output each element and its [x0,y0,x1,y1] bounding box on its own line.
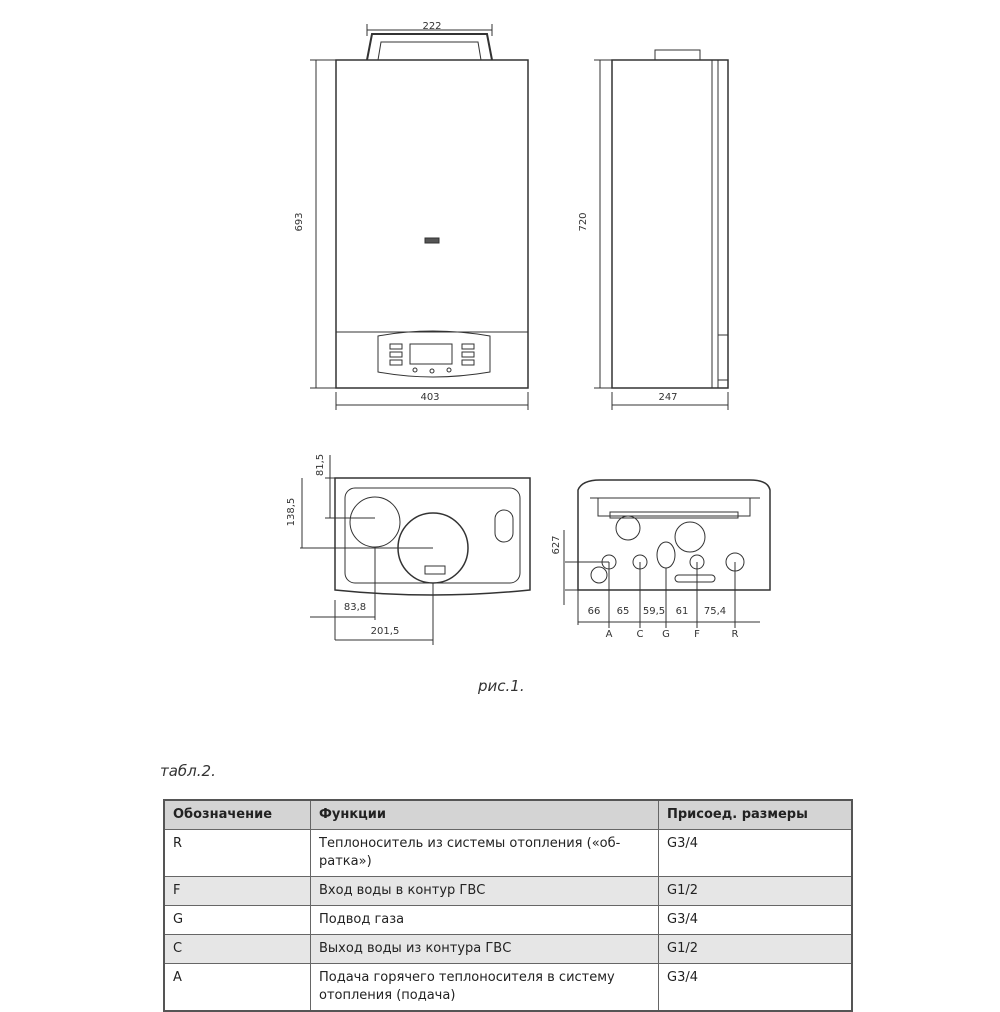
dim-403: 403 [420,392,439,403]
front-view [310,24,529,410]
dim-720: 720 [578,212,589,231]
cell-function: Подвод газа [310,905,659,935]
header-function: Функции [310,799,659,830]
bottom-left-view [300,455,531,645]
cell-size: G1/2 [658,934,853,964]
spacing-label: 59,5 [643,606,665,617]
technical-drawing: 222 693 403 720 247 81,5 138,5 83,8 201,… [286,21,771,645]
cell-code: A [163,963,311,1012]
spacing-label: 61 [676,606,689,617]
spacing-label: 75,4 [704,606,726,617]
table-row: R Теплоноситель из системы отопления («о… [163,829,853,877]
connection-label: G [662,629,670,640]
cell-code: R [163,829,311,877]
dim-138-5: 138,5 [286,498,297,527]
cell-size: G3/4 [658,829,853,877]
bottom-right-view [563,479,771,628]
cell-code: F [163,876,311,906]
cell-function: Вход воды в контур ГВС [310,876,659,906]
cell-function: Выход воды из контура ГВС [310,934,659,964]
table-row: C Выход воды из контура ГВС G1/2 [163,934,853,964]
dim-222: 222 [422,21,441,32]
connections-table: Обозначение Функции Присоед. размеры R Т… [163,799,853,1012]
table-row: A Подача горячего теплоносителя в систем… [163,963,853,1012]
dim-693: 693 [294,212,305,231]
cell-size: G3/4 [658,963,853,1012]
dim-81-5: 81,5 [315,454,326,476]
figure-caption: рис.1. [478,677,525,695]
dim-247: 247 [658,392,677,403]
dim-627: 627 [551,535,562,554]
connection-label: A [606,629,613,640]
brand-logo [424,237,440,244]
header-code: Обозначение [163,799,311,830]
dim-83-8: 83,8 [344,602,366,613]
connection-label: R [732,629,739,640]
connection-label: C [637,629,644,640]
table-row: F Вход воды в контур ГВС G1/2 [163,876,853,906]
side-view [594,49,729,410]
cell-function: Подача горячего теплоносителя в систему … [310,963,659,1012]
table-header-row: Обозначение Функции Присоед. размеры [163,799,853,830]
cell-function: Теплоноситель из системы отопления («об-… [310,829,659,877]
cell-size: G1/2 [658,876,853,906]
connection-label: F [694,629,700,640]
table-caption: табл.2. [160,762,216,780]
dim-201-5: 201,5 [371,626,400,637]
header-size: Присоед. размеры [658,799,853,830]
cell-code: G [163,905,311,935]
spacing-label: 66 [588,606,601,617]
cell-code: C [163,934,311,964]
cell-size: G3/4 [658,905,853,935]
spacing-label: 65 [617,606,630,617]
table-row: G Подвод газа G3/4 [163,905,853,935]
